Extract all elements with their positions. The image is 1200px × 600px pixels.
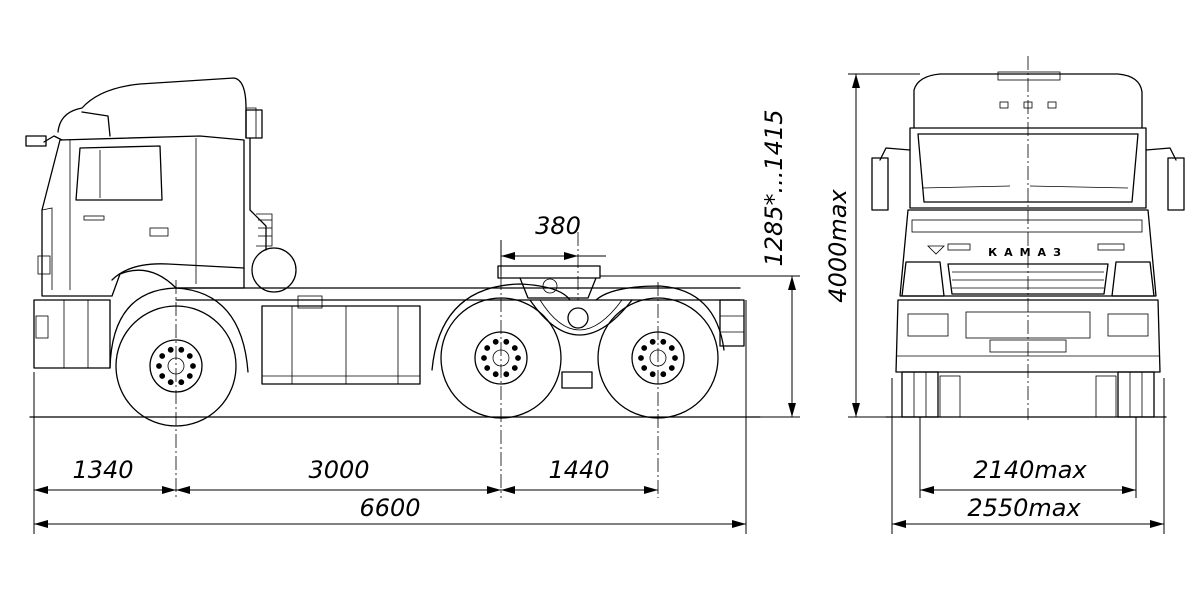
right-mirror [1145, 147, 1185, 211]
wheel-stud [649, 338, 656, 345]
dim-fifth-wheel-offset: 380 [535, 212, 581, 240]
windshield-frame [909, 127, 1147, 209]
wheel-stud [638, 355, 644, 361]
wheel-stud [167, 346, 174, 353]
chassis-frame [175, 265, 745, 389]
front-left-tyre [901, 371, 939, 418]
wheel-stud [484, 345, 491, 351]
dim-wheelbase: 3000 [308, 456, 369, 484]
front-view: КАМАЗ 4000max [824, 56, 1185, 534]
wheel-stud [186, 353, 193, 359]
dim-fifth-wheel-height: 1285*...1415 [760, 109, 788, 266]
dim-overall-width: 2550max [967, 494, 1081, 522]
left-headlight [901, 261, 945, 297]
left-mirror [871, 147, 911, 211]
rear-fender-1 [431, 283, 571, 371]
wheel-stud [668, 365, 675, 371]
dim-front-overhang: 1340 [72, 456, 133, 484]
right-headlight [1111, 261, 1155, 297]
wheel-stud [492, 371, 499, 378]
wheel-stud [515, 355, 521, 361]
wheel-stud [649, 371, 656, 378]
wheel-stud [660, 371, 667, 378]
wheel-stud [511, 365, 518, 371]
dim-rear-axle-spacing: 1440 [548, 456, 609, 484]
brand-label: КАМАЗ [988, 246, 1068, 259]
wheel-stud [503, 371, 510, 378]
wheel-stud [668, 345, 675, 351]
wheel-stud [178, 346, 185, 353]
radiator-grille [947, 263, 1109, 295]
wheel-stud [484, 365, 491, 371]
wheel-stud [672, 355, 678, 361]
wheel-stud [481, 355, 487, 361]
side-view: 1340 3000 1440 6600 380 1285*...1415 [25, 77, 800, 534]
exhaust-stack [245, 109, 297, 293]
wheel-stud [159, 373, 166, 379]
wheel-stud [503, 338, 510, 345]
wheel-stud [178, 379, 185, 386]
wheel-hub-studs [156, 338, 678, 386]
wheel-stud [190, 363, 196, 369]
cab [25, 77, 257, 369]
wheel-stud [186, 373, 193, 379]
rear-fender-2 [595, 285, 725, 351]
windshield [917, 133, 1139, 203]
wheel-stud [159, 353, 166, 359]
wheel-stud [511, 345, 518, 351]
dim-track-width: 2140max [973, 456, 1087, 484]
front-right-tyre [1117, 371, 1155, 418]
wheel-stud [167, 379, 174, 386]
dim-overall-height: 4000max [824, 189, 852, 303]
wheel-stud [641, 365, 648, 371]
wheel-stud [660, 338, 667, 345]
wheel-stud [156, 363, 162, 369]
wheel-stud [641, 345, 648, 351]
dim-overall-length: 6600 [359, 494, 420, 522]
front-roof-spoiler [913, 73, 1143, 129]
front-panel [899, 209, 1157, 297]
wheel-stud [492, 338, 499, 345]
front-bumper [895, 299, 1161, 373]
